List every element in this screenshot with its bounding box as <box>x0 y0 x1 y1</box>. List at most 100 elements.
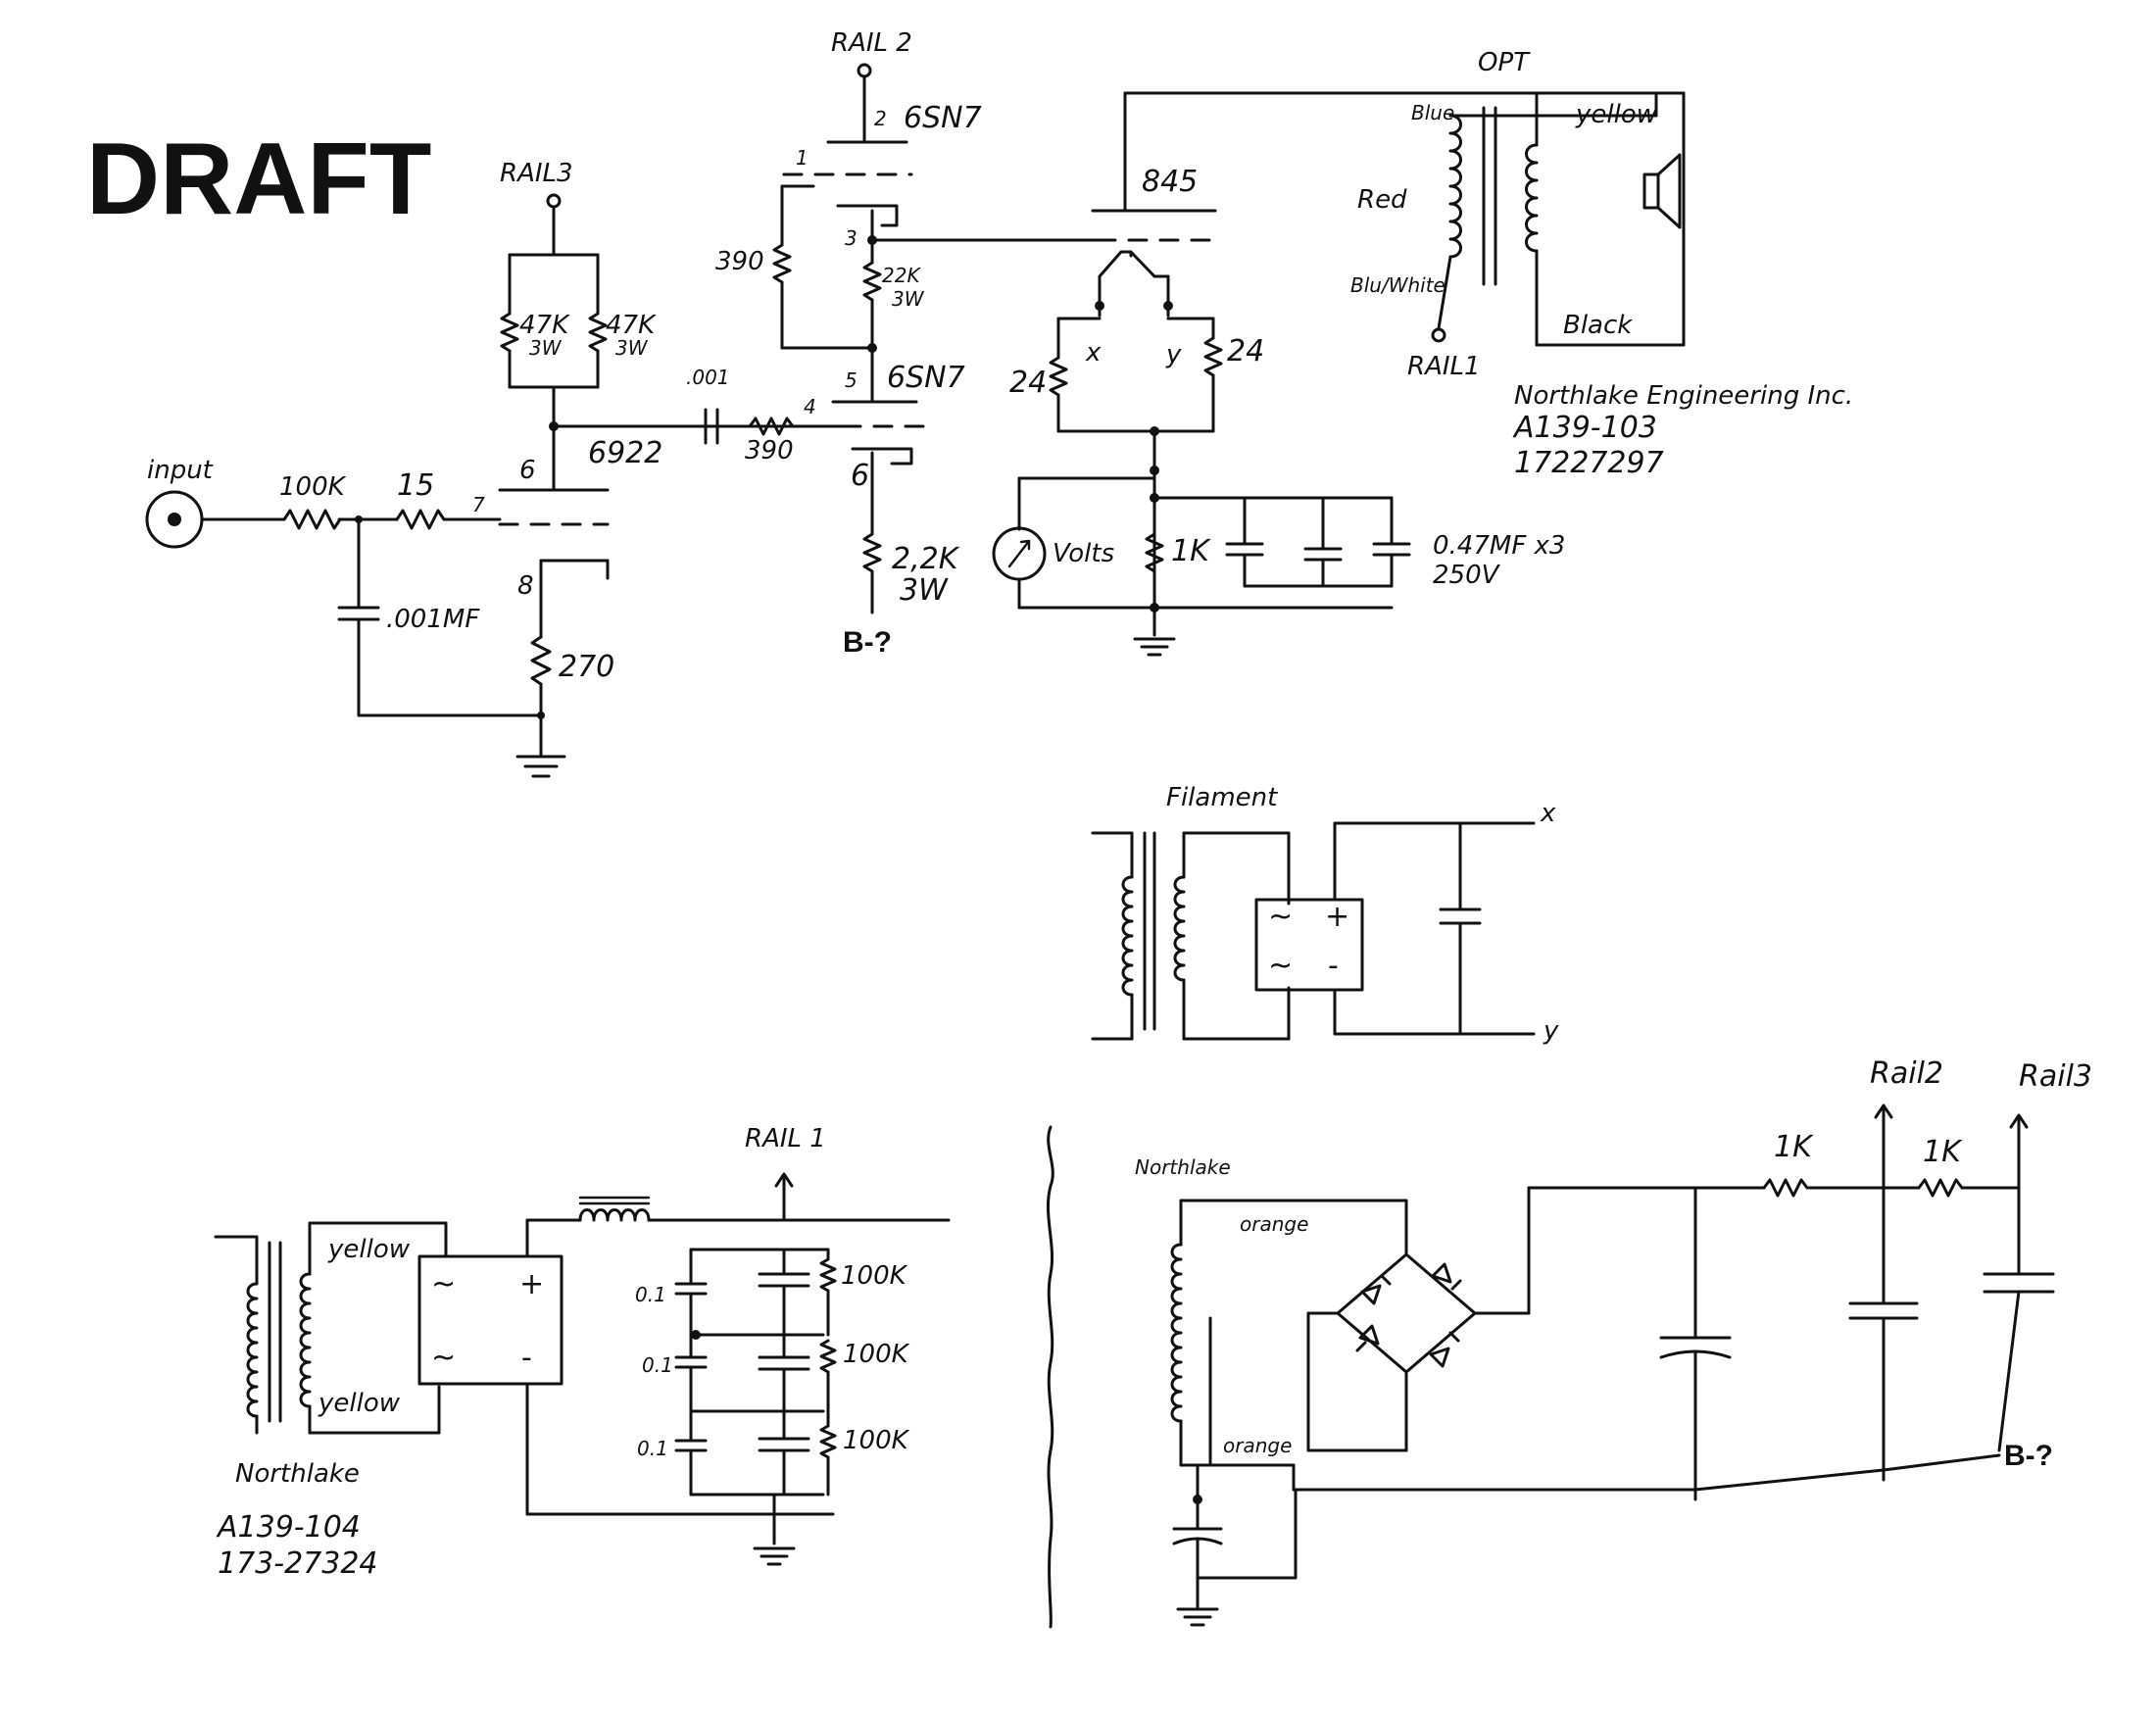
rail1-bridge <box>417 1254 564 1386</box>
rail3-label: RAIL3 <box>500 159 573 188</box>
rail1-r2: 100K <box>843 1340 910 1369</box>
opt-blue: Blue <box>1411 101 1454 124</box>
845-fil-x: x <box>1085 338 1102 368</box>
hv-orange-top: orange <box>1240 1212 1308 1236</box>
section-divider <box>1047 1125 1054 1629</box>
opt-primary-coil <box>1448 114 1462 259</box>
resistor-100k-r3 <box>819 1424 837 1459</box>
6sn7-upper-label: 6SN7 <box>904 101 982 135</box>
filament-bridge <box>1254 898 1364 992</box>
6sn7-lower-pin6: 6 <box>851 459 869 493</box>
rail1-plus: + <box>519 1267 544 1301</box>
resistor-390-upper-label: 390 <box>715 247 764 276</box>
rail2-supply-label: Rail2 <box>1870 1056 1943 1091</box>
resistor-100k-r1 <box>819 1257 837 1293</box>
filament-ac1: ~ <box>1268 900 1293 934</box>
volt-meter-label: Volts <box>1053 539 1114 568</box>
opt-part-info: Northlake Engineering Inc. A139-103 1722… <box>1512 381 1853 480</box>
rail3-supply-label: Rail3 <box>2019 1059 2092 1094</box>
bminus-lower: B-? <box>2004 1440 2053 1472</box>
resistor-15-label: 15 <box>397 468 434 503</box>
resistor-100k <box>282 509 342 530</box>
resistor-47k-b-label: 47K <box>606 311 657 340</box>
rail1-opt-label: RAIL1 <box>1407 352 1481 381</box>
filament-title: Filament <box>1166 783 1278 812</box>
opt-title: OPT <box>1478 48 1531 77</box>
resistor-390-upper <box>772 243 792 284</box>
resistor-24-right-label: 24 <box>1227 334 1264 368</box>
6922-pin8: 8 <box>517 571 534 601</box>
filament-supply: Filament ~ ~ + - x y <box>1091 783 1559 1046</box>
resistor-2-2k-lower-watt: 3W <box>900 573 949 608</box>
rail1-supply: yellow yellow ~ ~ + - RAIL 1 <box>214 1124 951 1581</box>
rail1-cap1: 0.1 <box>635 1283 666 1306</box>
rail1-r3: 100K <box>843 1426 910 1455</box>
resistor-22k-upper <box>862 261 882 302</box>
6sn7-lower-cathode <box>851 447 913 466</box>
resistor-15 <box>395 509 446 530</box>
rail1-secondary-coil <box>299 1272 312 1408</box>
rail2-arrow <box>1874 1104 1893 1119</box>
input-cap-label: .001MF <box>386 605 480 634</box>
resistor-390-grid-label: 390 <box>745 436 794 466</box>
resistor-47k-a-watt: 3W <box>529 336 563 360</box>
resistor-2-2k-lower-label: 2,2K <box>892 542 960 576</box>
rail1-sec-top: yellow <box>327 1235 411 1264</box>
845-caps-label: 0.47MF x3 <box>1433 531 1565 561</box>
output-845: 845 x y 24 24 Volts 1K <box>992 91 1658 657</box>
rail1-sec-bot: yellow <box>318 1389 401 1418</box>
opt-yellow: yellow <box>1575 100 1658 129</box>
hv-supply: Northlake orange orange 1K Rail2 <box>1135 1056 2092 1627</box>
hv-diode-4 <box>1429 1331 1460 1368</box>
6sn7-lower-label: 6SN7 <box>887 361 965 395</box>
rail1-cap3: 0.1 <box>637 1437 668 1460</box>
6sn7-upper-pin1: 1 <box>796 146 808 170</box>
resistor-47k-b <box>588 312 608 353</box>
hv-diode-2 <box>1431 1262 1462 1291</box>
opt-maker: Northlake Engineering Inc. <box>1514 381 1853 411</box>
6922-pin6: 6 <box>519 456 536 485</box>
resistor-22k-upper-label: 22K <box>882 264 921 287</box>
resistor-2-2k-lower <box>862 532 882 573</box>
filament-primary-coil <box>1121 875 1134 997</box>
6sn7-lower-pin5: 5 <box>845 368 858 392</box>
resistor-270-label: 270 <box>559 650 614 684</box>
hv-diode-3 <box>1355 1324 1380 1352</box>
resistor-24-left-label: 24 <box>1009 366 1047 400</box>
hv-orange-bot: orange <box>1223 1434 1292 1457</box>
rail2-terminal <box>857 63 872 78</box>
rail1-maker: Northlake <box>235 1459 360 1489</box>
rail1-supply-label: RAIL 1 <box>745 1124 826 1153</box>
hv-diode-1 <box>1360 1274 1392 1305</box>
opt-secondary-coil <box>1525 143 1539 253</box>
rail1-opt-terminal <box>1431 327 1446 343</box>
845-filament <box>1098 250 1170 318</box>
rail1-model: A139-104 <box>216 1510 361 1545</box>
coupling-cap-label: .001 <box>686 366 730 389</box>
hv-maker: Northlake <box>1135 1155 1231 1179</box>
resistor-47k-a <box>500 312 519 353</box>
hv-diode-bridge <box>1336 1252 1477 1374</box>
input-label: input <box>147 456 214 485</box>
resistor-100k-label: 100K <box>279 472 347 502</box>
hv-r2-label: 1K <box>1923 1135 1963 1169</box>
hv-r1-label: 1K <box>1774 1130 1814 1164</box>
pin7-label: 7 <box>472 493 485 516</box>
filament-ac2: ~ <box>1268 949 1293 983</box>
input-stage: input 100K 15 7 .001MF 6922 6 8 270 <box>145 159 845 778</box>
output-transformer: OPT Blue Red Blu/White RAIL1 yellow Blac… <box>1350 48 1686 381</box>
resistor-270 <box>530 635 552 686</box>
resistor-24-left <box>1049 356 1068 397</box>
rail1-primary-coil <box>246 1282 259 1418</box>
filament-out-x: x <box>1540 799 1556 828</box>
resistor-47k-b-watt: 3W <box>615 336 649 360</box>
6sn7-upper-pin2: 2 <box>874 107 887 130</box>
resistor-1k-hv1 <box>1762 1178 1809 1198</box>
rail1-choke <box>578 1208 651 1222</box>
speaker-icon <box>1642 153 1682 229</box>
filament-plus: + <box>1325 900 1349 934</box>
resistor-1k-845-label: 1K <box>1171 534 1211 568</box>
resistor-1k-845 <box>1145 532 1164 573</box>
rail1-cap2: 0.1 <box>642 1353 673 1377</box>
opt-serial: 17227297 <box>1514 446 1664 480</box>
